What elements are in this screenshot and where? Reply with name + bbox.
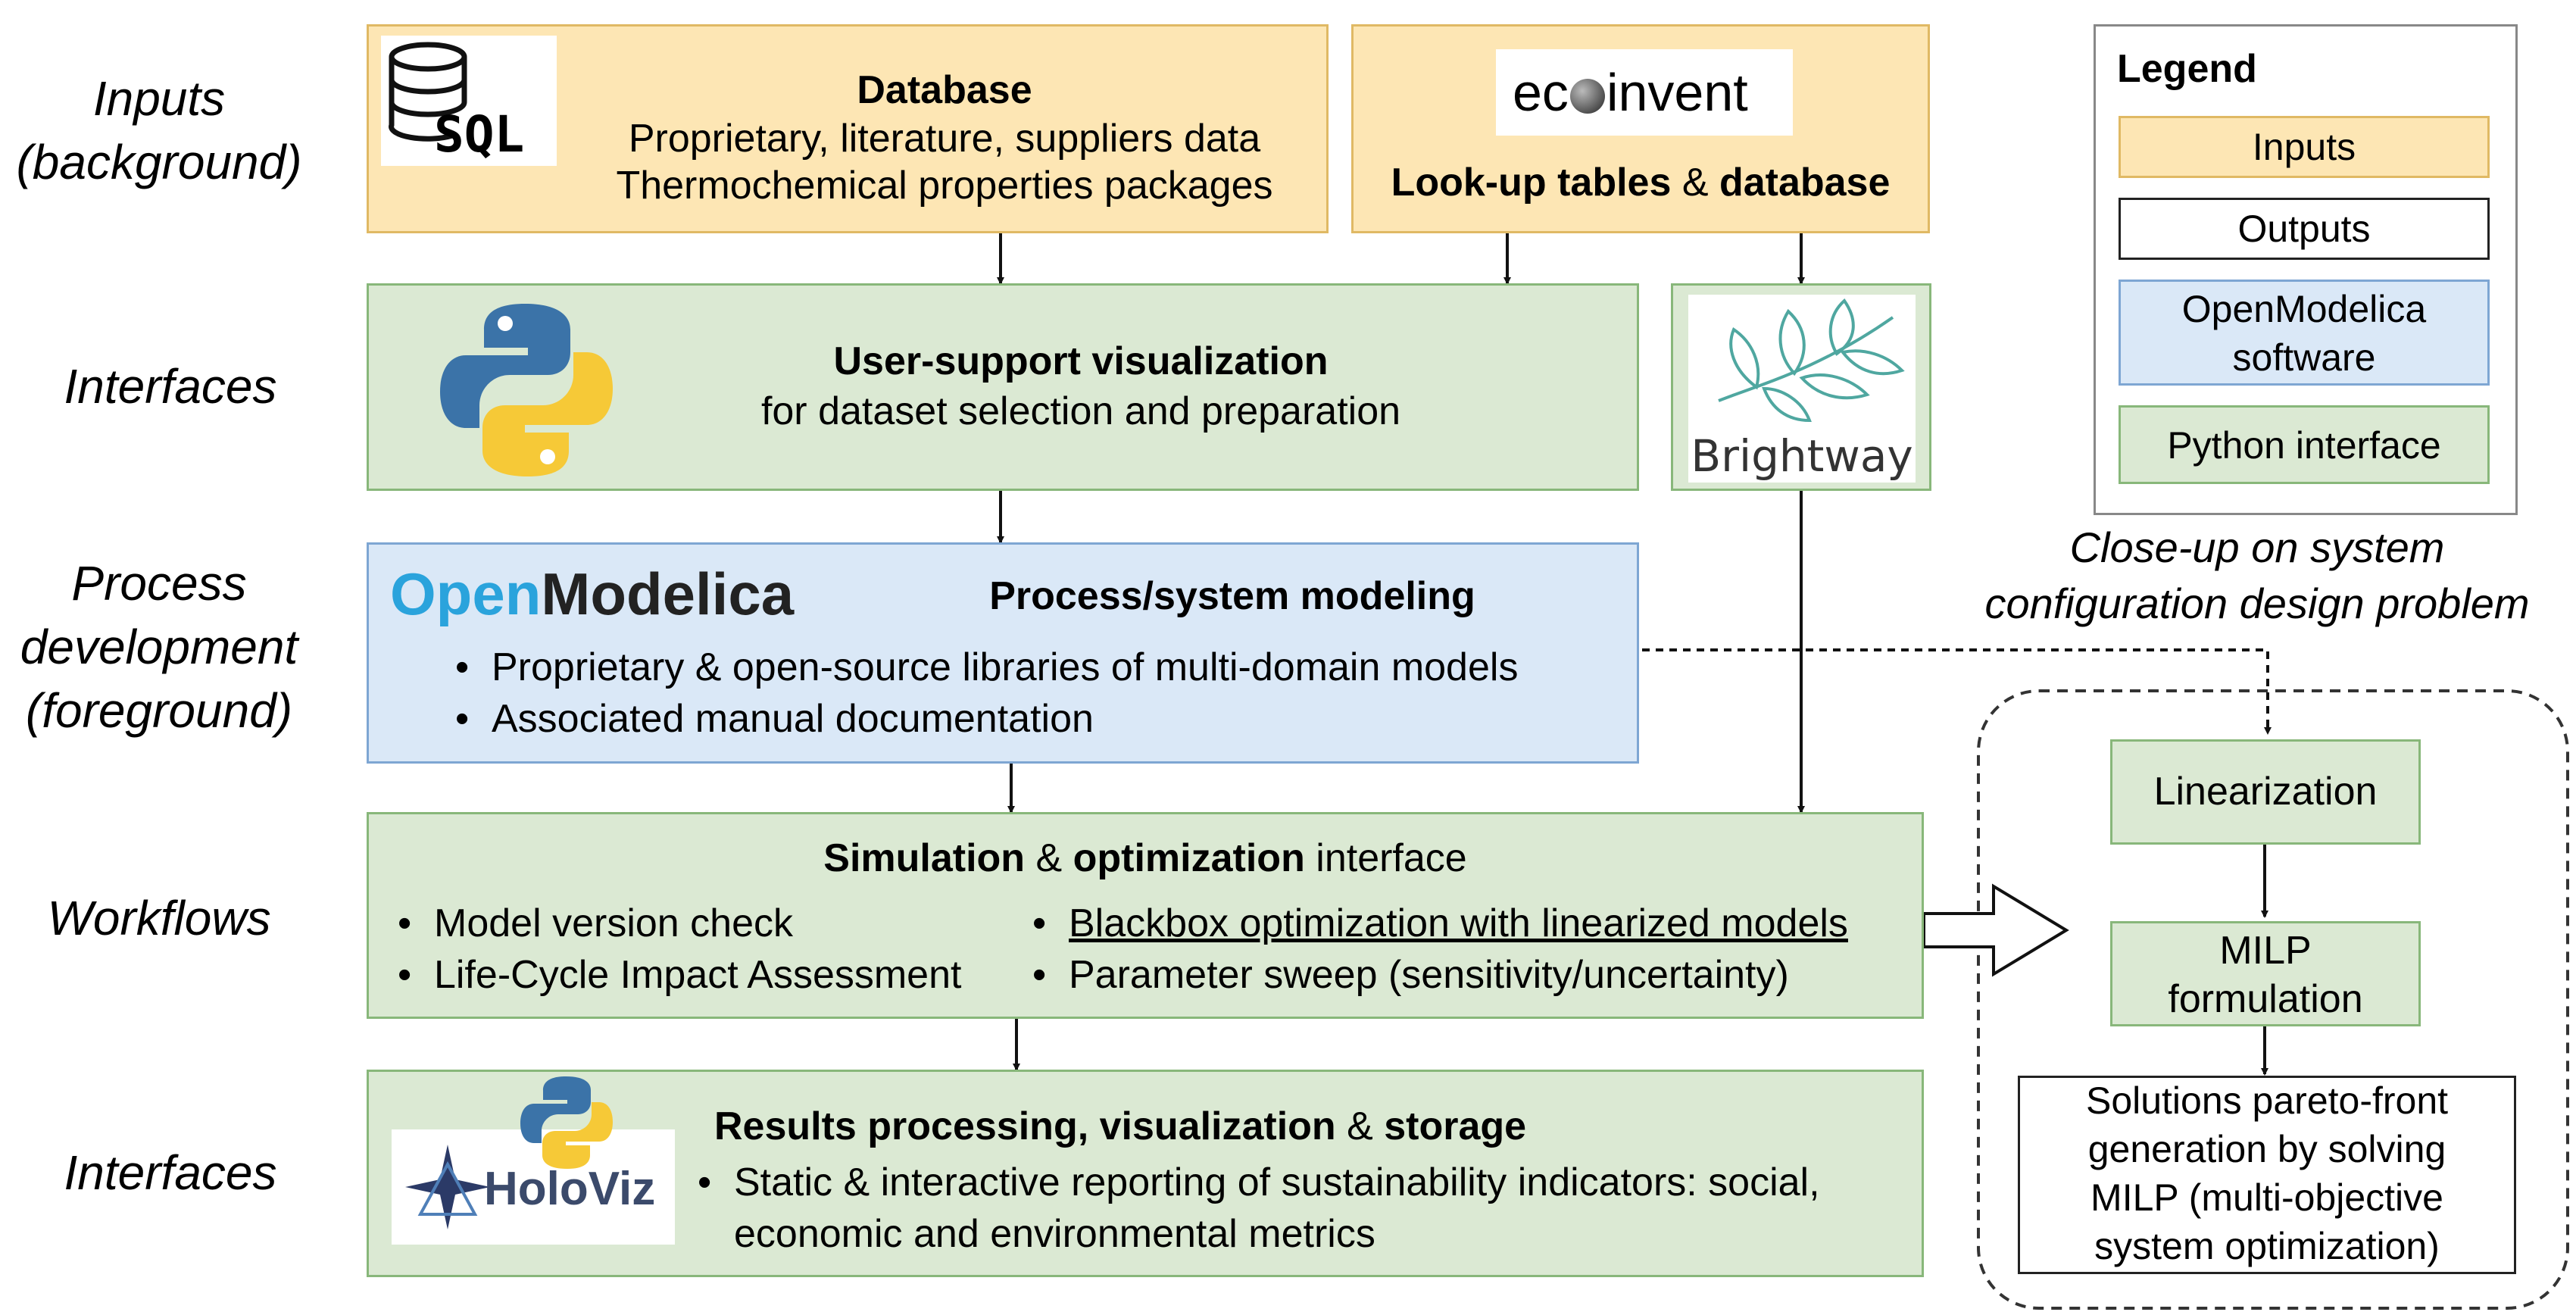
ecoinvent-logo: ec invent bbox=[1496, 49, 1793, 136]
openmodelica-title: Process/system modeling bbox=[989, 574, 1475, 618]
legend-item-inputs: Inputs bbox=[2119, 116, 2490, 178]
python-logo-icon bbox=[440, 304, 613, 476]
openmodelica-bullets: Proprietary & open-source libraries of m… bbox=[445, 642, 1518, 745]
openmodelica-logo: OpenModelica bbox=[390, 561, 795, 627]
solutions-pareto-box: Solutions pareto-front generation by sol… bbox=[2018, 1076, 2516, 1274]
results-title: Results processing, visualization & stor… bbox=[714, 1104, 1527, 1148]
milp-formulation-box: MILP formulation bbox=[2110, 921, 2421, 1026]
brightway-logo: Brightway bbox=[1688, 295, 1916, 483]
holoviz-star-icon bbox=[405, 1145, 490, 1229]
linearization-box: Linearization bbox=[2110, 739, 2421, 845]
row-label-interfaces-bottom: Interfaces bbox=[64, 1145, 277, 1200]
workflow-title: Simulation & optimization interface bbox=[823, 836, 1467, 880]
legend-item-outputs: Outputs bbox=[2119, 198, 2490, 260]
row-label-workflows: Workflows bbox=[47, 891, 271, 945]
results-bullets: Static & interactive reporting of sustai… bbox=[687, 1157, 1820, 1260]
legend-item-openmodelica: OpenModelica software bbox=[2119, 280, 2490, 386]
brightway-box: Brightway bbox=[1671, 283, 1931, 491]
database-title: Database bbox=[857, 68, 1032, 112]
row-label-process-development: Process development (foreground) bbox=[20, 556, 298, 738]
ecoinvent-logo-left: ec bbox=[1513, 63, 1569, 122]
closeup-dashed-frame bbox=[1977, 689, 2569, 1310]
brightway-leaf-icon bbox=[1718, 298, 1905, 423]
python-visualization-box: User-support visualization for dataset s… bbox=[367, 283, 1639, 491]
results-box: HoloViz Results processing, visualizatio… bbox=[367, 1070, 1924, 1277]
ecoinvent-globe-icon bbox=[1569, 79, 1605, 114]
row-label-inputs: Inputs (background) bbox=[16, 71, 302, 189]
list-item-continuation: economic and environmental metrics bbox=[734, 1212, 1375, 1256]
python-box-title: User-support visualization bbox=[833, 339, 1329, 383]
list-item: Parameter sweep (sensitivity/uncertainty… bbox=[1022, 949, 1848, 1001]
list-item: Associated manual documentation bbox=[445, 693, 1518, 745]
holoviz-logo-text: HoloViz bbox=[484, 1163, 656, 1215]
hollow-arrow-workflows-to-closeup bbox=[1922, 883, 2069, 977]
python-small-logo-icon bbox=[520, 1076, 613, 1169]
legend-item-python: Python interface bbox=[2119, 405, 2490, 484]
python-box-subtitle: for dataset selection and preparation bbox=[760, 389, 1401, 433]
database-line2: Thermochemical properties packages bbox=[616, 164, 1273, 208]
list-item: Life-Cycle Impact Assessment bbox=[387, 949, 961, 1001]
legend-title: Legend bbox=[2117, 47, 2257, 91]
workflow-interface-box: Simulation & optimization interface Mode… bbox=[367, 812, 1924, 1019]
openmodelica-box: OpenModelica Process/system modeling Pro… bbox=[367, 542, 1639, 764]
list-item: Blackbox optimization with linearized mo… bbox=[1022, 898, 1848, 949]
brightway-logo-text: Brightway bbox=[1691, 430, 1913, 482]
closeup-heading: Close-up on system configuration design … bbox=[1984, 523, 2530, 627]
workflow-bullets-right: Blackbox optimization with linearized mo… bbox=[1022, 898, 1848, 1001]
list-item: Static & interactive reporting of sustai… bbox=[687, 1157, 1820, 1208]
ecoinvent-box: ec invent Look-up tables & database bbox=[1351, 24, 1930, 233]
legend: Legend Inputs Outputs OpenModelica softw… bbox=[2094, 24, 2518, 515]
database-line1: Proprietary, literature, suppliers data bbox=[628, 117, 1261, 161]
ecoinvent-title: Look-up tables & database bbox=[1391, 161, 1891, 205]
holoviz-logo: HoloViz bbox=[392, 1129, 675, 1245]
dashed-connector-openmodelica-to-linearization bbox=[1642, 648, 2272, 735]
database-box: SQL Database Proprietary, literature, su… bbox=[367, 24, 1329, 233]
sql-database-icon: SQL bbox=[381, 36, 557, 166]
list-item: Model version check bbox=[387, 898, 961, 949]
list-item: Proprietary & open-source libraries of m… bbox=[445, 642, 1518, 693]
ecoinvent-logo-right: invent bbox=[1606, 63, 1748, 122]
sql-logo-text: SQL bbox=[434, 105, 525, 164]
row-label-interfaces-top: Interfaces bbox=[64, 359, 277, 414]
workflow-bullets-left: Model version check Life-Cycle Impact As… bbox=[387, 898, 961, 1001]
